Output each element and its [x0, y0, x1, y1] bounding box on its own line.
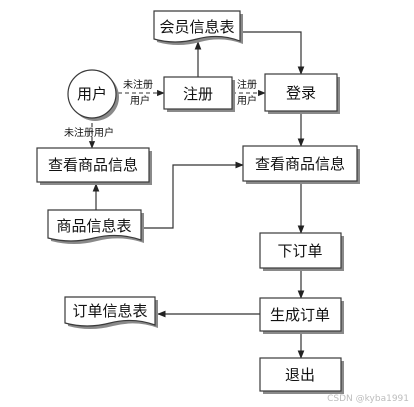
node-browse-left-label: 查看商品信息 [48, 156, 138, 174]
node-login: 登录 [264, 73, 340, 114]
node-register: 注册 [163, 76, 235, 112]
edge-label-unregistered-user: 未注册用户 [64, 126, 114, 139]
edge-label-unregistered-1: 未注册 [123, 78, 153, 91]
node-browse-right: 查看商品信息 [242, 145, 360, 184]
node-exit-label: 退出 [285, 366, 315, 384]
node-member-table-label: 会员信息表 [159, 18, 234, 36]
node-generate-order-label: 生成订单 [270, 306, 330, 324]
node-member-table: 会员信息表 [153, 10, 243, 45]
node-product-table: 商品信息表 [47, 209, 144, 244]
edge-label-registered-1: 注册 [237, 78, 257, 91]
edge-product-table-to-browse-right [141, 161, 244, 229]
node-user: 用户 [67, 69, 119, 121]
node-login-label: 登录 [286, 84, 316, 102]
node-product-table-label: 商品信息表 [56, 217, 131, 235]
node-register-label: 注册 [183, 85, 213, 103]
node-exit: 退出 [259, 357, 344, 394]
node-place-order: 下订单 [259, 232, 344, 271]
watermark: CSDN @kyba1991 [327, 394, 409, 404]
node-order-table: 订单信息表 [64, 296, 158, 329]
edge-label-registered-2: 用户 [237, 94, 257, 107]
node-user-label: 用户 [77, 85, 107, 103]
node-browse-right-label: 查看商品信息 [255, 155, 345, 173]
node-generate-order: 生成订单 [259, 297, 344, 334]
node-order-table-label: 订单信息表 [72, 302, 147, 320]
edge-label-unregistered-2: 用户 [130, 94, 150, 107]
edge-member-table-to-login [240, 31, 305, 75]
node-browse-left: 查看商品信息 [36, 147, 152, 185]
node-place-order-label: 下订单 [277, 242, 322, 260]
